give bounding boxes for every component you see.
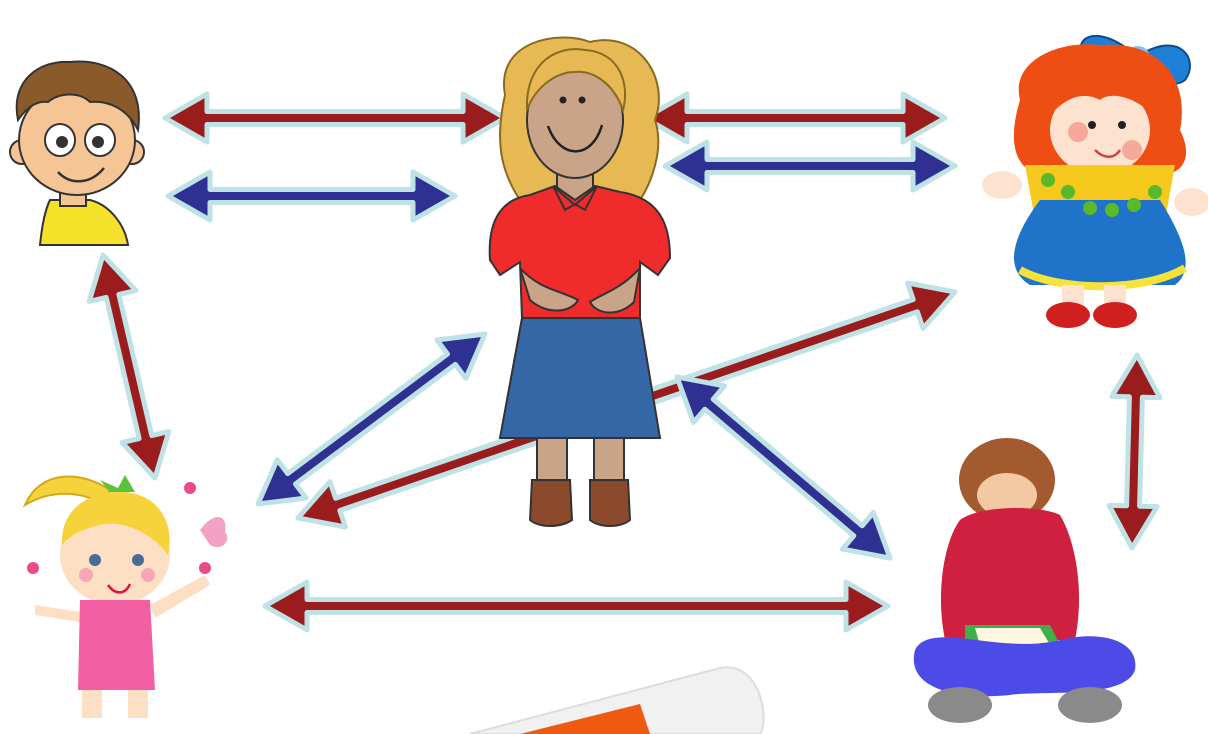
arrow-girl-reading-child (265, 582, 888, 630)
arrow-boy-teacher-blue (168, 172, 455, 220)
arrow-teacher-reading-child (677, 377, 890, 558)
arrow-doll-reading-child (1109, 355, 1160, 548)
arrow-teacher-doll-blue (665, 142, 955, 190)
child-reading-book-icon (914, 438, 1136, 723)
arrow-teacher-doll-red (645, 94, 945, 142)
arrow-boy-girl (89, 255, 169, 478)
woman-teacher-icon (490, 37, 670, 526)
rag-doll-icon (982, 36, 1208, 328)
girl-with-pigtail-icon (25, 475, 227, 718)
boy-face-icon (10, 62, 144, 245)
arrow-teacher-girl (258, 334, 485, 504)
pencil-eraser-icon (470, 667, 764, 734)
arrow-teacher-boy (165, 94, 505, 142)
